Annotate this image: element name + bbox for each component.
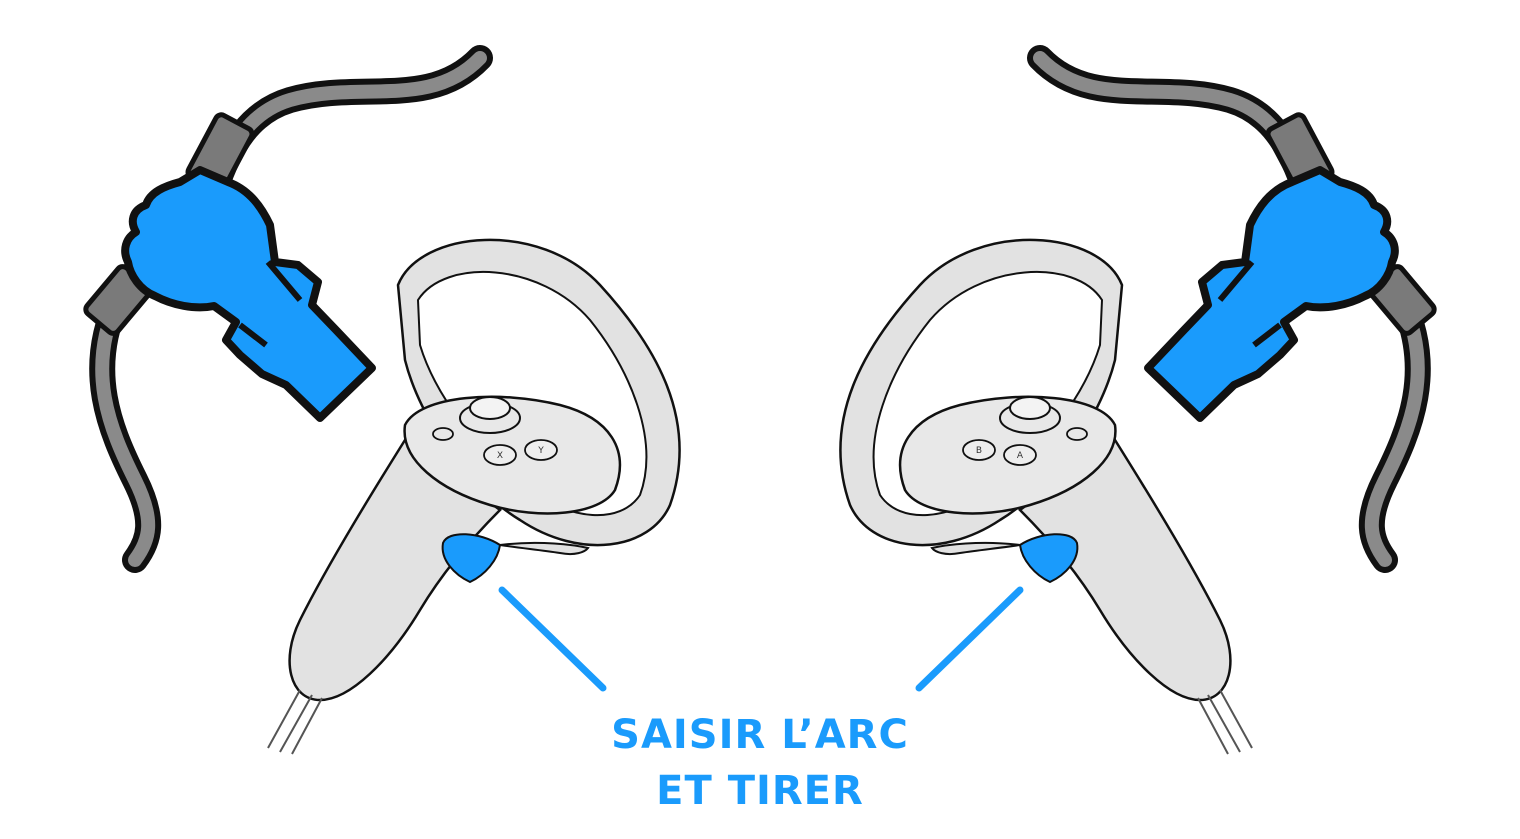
left-button-x-label: X [497,451,503,461]
left-controller-icon: X Y [266,238,681,756]
right-pointer-line [915,586,1024,692]
right-hand-fist-icon [1148,170,1395,418]
caption-line-2: ET TIRER [656,768,864,814]
left-hand-fist-icon [125,170,372,418]
left-button-y-label: Y [537,446,544,456]
right-button-a-label: A [1017,451,1024,461]
left-pointer-line [498,586,607,692]
right-button-b-label: B [976,446,982,456]
right-controller-icon [839,238,1254,756]
caption-line-1: SAISIR L’ARC [611,712,909,758]
